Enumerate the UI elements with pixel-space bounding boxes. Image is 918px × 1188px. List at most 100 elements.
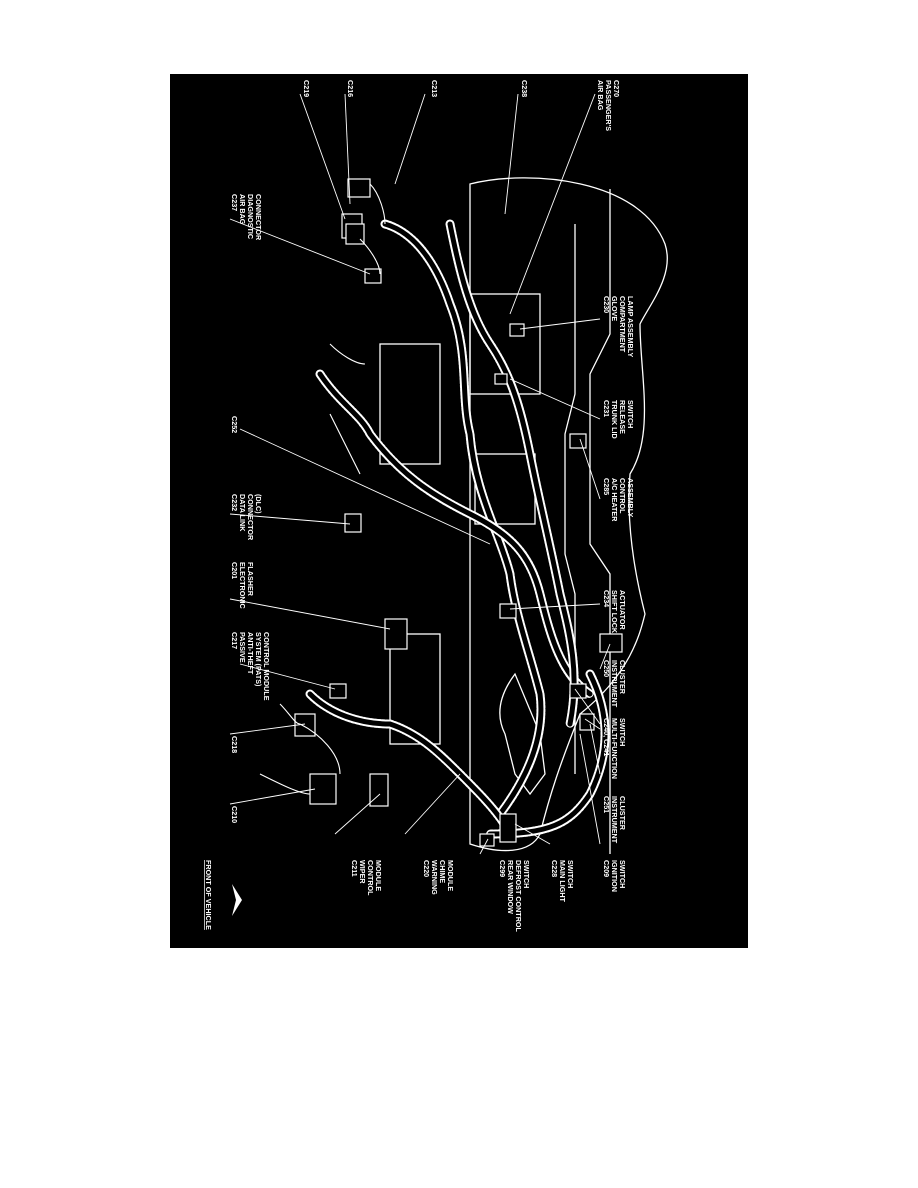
connector-c237	[364, 268, 382, 284]
instrument-panel-harness-drawing: C270 PASSENGER'S AIR BAG C238 C213 C216 …	[204, 80, 668, 932]
svg-text:ELECTRONIC: ELECTRONIC	[238, 562, 247, 609]
connector-c251	[579, 713, 595, 731]
svg-text:C285: C285	[602, 478, 611, 495]
svg-text:C252: C252	[230, 416, 239, 433]
label-c201: C201 ELECTRONIC FLASHER	[230, 562, 255, 609]
svg-text:MODULE: MODULE	[374, 860, 383, 891]
svg-text:DATA LINK: DATA LINK	[238, 494, 247, 532]
label-c211: C211 WIPER CONTROL MODULE	[350, 860, 383, 896]
svg-text:C210: C210	[230, 806, 239, 823]
svg-text:INSTRUMENT: INSTRUMENT	[610, 796, 619, 844]
svg-text:AIR BAG: AIR BAG	[238, 194, 247, 225]
svg-text:LAMP ASSEMBLY: LAMP ASSEMBLY	[626, 296, 635, 357]
svg-text:SWITCH: SWITCH	[618, 718, 627, 746]
callout-labels: C270 PASSENGER'S AIR BAG C238 C213 C216 …	[204, 80, 635, 932]
label-c231: C231 TRUNK LID RELEASE SWITCH	[602, 400, 635, 439]
svg-text:SWITCH: SWITCH	[618, 860, 627, 888]
main-harness-bundle	[380, 219, 546, 819]
leader-lines	[229, 93, 611, 855]
svg-text:C219: C219	[302, 80, 311, 97]
svg-text:ACTUATOR: ACTUATOR	[618, 590, 627, 630]
label-c219: C219	[302, 80, 311, 97]
label-c252: C252	[230, 416, 239, 433]
svg-text:C234: C234	[602, 590, 611, 607]
label-c250: C250 INSTRUMENT CLUSTER	[602, 660, 627, 708]
svg-text:MODULE: MODULE	[446, 860, 455, 891]
connector-c250	[599, 633, 623, 653]
connector-c232	[344, 513, 362, 533]
svg-text:SYSTEM (PATS): SYSTEM (PATS)	[254, 632, 263, 687]
svg-text:C238: C238	[520, 80, 529, 97]
svg-text:TRUNK LID: TRUNK LID	[610, 400, 619, 439]
svg-text:C232: C232	[230, 494, 239, 511]
svg-text:C250: C250	[602, 660, 611, 677]
connector-c228	[499, 813, 517, 843]
label-c210: C210	[230, 806, 239, 823]
svg-text:MAIN LIGHT: MAIN LIGHT	[558, 860, 567, 903]
svg-text:RELEASE: RELEASE	[618, 400, 627, 434]
label-c251: C251 INSTRUMENT CLUSTER	[602, 796, 627, 844]
svg-text:CONNECTOR: CONNECTOR	[246, 494, 255, 541]
svg-text:COMPARTMENT: COMPARTMENT	[618, 296, 627, 353]
svg-text:IGNITION: IGNITION	[610, 860, 619, 892]
svg-text:ANTI-THEFT: ANTI-THEFT	[246, 632, 255, 675]
label-c220: C220 WARNING CHIME MODULE	[422, 860, 455, 895]
label-c285: C285 A/C HEATER CONTROL ASSEMBLY	[602, 478, 635, 522]
label-c232: C232 DATA LINK CONNECTOR (DLC)	[230, 494, 263, 541]
svg-text:REAR WINDOW: REAR WINDOW	[506, 860, 515, 914]
svg-text:DIAGNOSTIC: DIAGNOSTIC	[246, 194, 255, 239]
front-arrow-icon	[232, 884, 242, 916]
svg-text:C217: C217	[230, 632, 239, 649]
ac-heater-plenum	[379, 343, 441, 465]
svg-text:C270: C270	[612, 80, 621, 97]
svg-text:SWITCH: SWITCH	[522, 860, 531, 888]
svg-text:A/C HEATER: A/C HEATER	[610, 478, 619, 522]
svg-text:C220: C220	[422, 860, 431, 877]
connector-c285	[569, 433, 587, 449]
svg-text:PASSENGER'S: PASSENGER'S	[604, 80, 613, 131]
panel-face-edge	[564, 224, 576, 774]
label-c238: C238	[520, 80, 529, 97]
connector-c211	[369, 773, 389, 807]
svg-text:SWITCH: SWITCH	[566, 860, 575, 888]
svg-text:C237: C237	[230, 194, 239, 211]
connector-c219	[345, 223, 365, 245]
svg-text:WIPER: WIPER	[358, 860, 367, 884]
svg-text:DEFROST CONTROL: DEFROST CONTROL	[514, 860, 523, 932]
svg-text:FRONT OF VEHICLE: FRONT OF VEHICLE	[204, 860, 213, 930]
glove-box-housing	[469, 293, 541, 395]
harness-artwork	[259, 177, 668, 854]
label-c213: C213	[430, 80, 439, 97]
connector-c201	[384, 618, 408, 650]
svg-text:(DLC): (DLC)	[254, 494, 263, 514]
svg-text:C231: C231	[602, 400, 611, 417]
svg-text:CONTROL: CONTROL	[618, 478, 627, 514]
connector-c230	[509, 323, 525, 337]
svg-text:C240, C241: C240, C241	[602, 718, 611, 756]
connector-c213	[347, 178, 371, 198]
svg-text:C218: C218	[230, 736, 239, 753]
wiring-diagram-panel: C270 PASSENGER'S AIR BAG C238 C213 C216 …	[170, 74, 748, 948]
svg-text:INSTRUMENT: INSTRUMENT	[610, 660, 619, 708]
svg-text:WARNING: WARNING	[430, 860, 439, 895]
svg-text:CLUSTER: CLUSTER	[618, 660, 627, 695]
svg-text:C211: C211	[350, 860, 359, 877]
label-c237: C237 AIR BAG DIAGNOSTIC CONNECTOR	[230, 194, 263, 241]
panel-lower-edge	[589, 189, 611, 854]
connector-c231	[494, 373, 508, 385]
svg-text:PASSIVE: PASSIVE	[238, 632, 247, 663]
svg-text:SHIFT LOCK: SHIFT LOCK	[610, 590, 619, 634]
svg-text:C230: C230	[602, 296, 611, 313]
svg-text:C213: C213	[430, 80, 439, 97]
svg-text:C201: C201	[230, 562, 239, 579]
label-c217: C217 PASSIVE ANTI-THEFT SYSTEM (PATS) CO…	[230, 632, 271, 701]
svg-text:CONTROL: CONTROL	[366, 860, 375, 896]
svg-text:C299: C299	[498, 860, 507, 877]
steering-column-outline	[499, 672, 546, 796]
lower-panel-module	[389, 633, 441, 745]
label-c270: C270 PASSENGER'S AIR BAG	[596, 80, 621, 131]
connector-c234	[499, 603, 517, 619]
label-c228: C228 MAIN LIGHT SWITCH	[550, 860, 575, 903]
instrument-panel-outline	[469, 177, 668, 852]
label-c218: C218	[230, 736, 239, 753]
